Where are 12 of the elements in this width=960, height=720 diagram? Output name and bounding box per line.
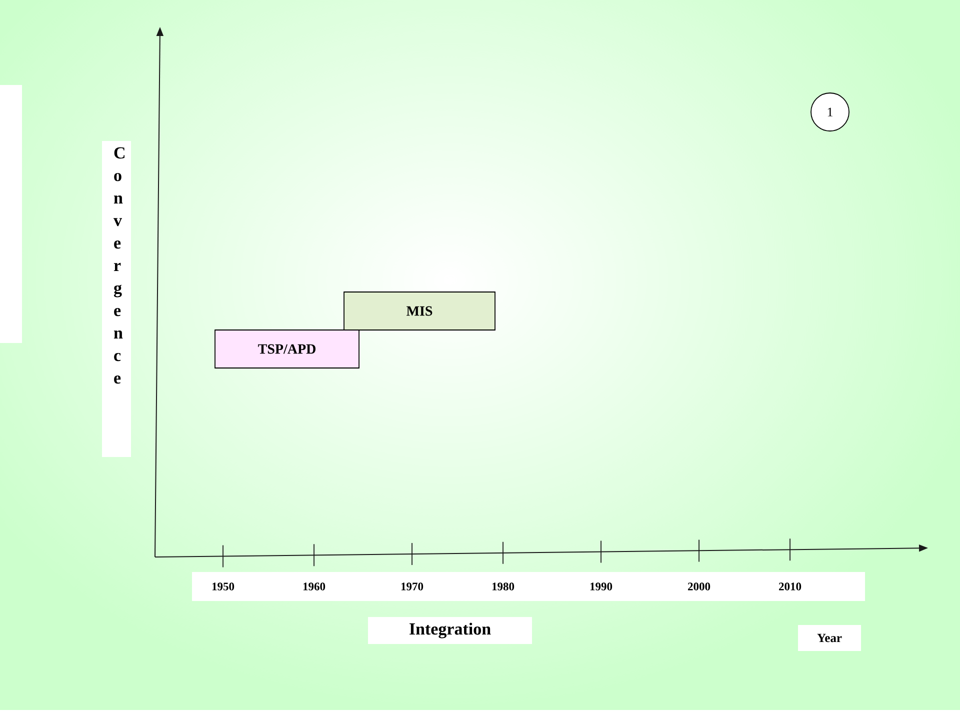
axis-title: Year: [798, 625, 861, 651]
axis-title: Integration: [368, 617, 532, 644]
year-label: 2000: [688, 582, 710, 590]
year-label: 1950: [212, 582, 234, 590]
year-label: 1980: [492, 582, 514, 590]
timeline-box: TSP/APD: [214, 330, 360, 368]
year-label: 1970: [401, 582, 424, 590]
axis-title: Convergence: [102, 141, 131, 457]
year-label: 1990: [590, 582, 612, 590]
year-label: 2010: [779, 582, 802, 590]
year-label: 1960: [303, 582, 326, 590]
timeline-box: MIS: [344, 292, 496, 330]
